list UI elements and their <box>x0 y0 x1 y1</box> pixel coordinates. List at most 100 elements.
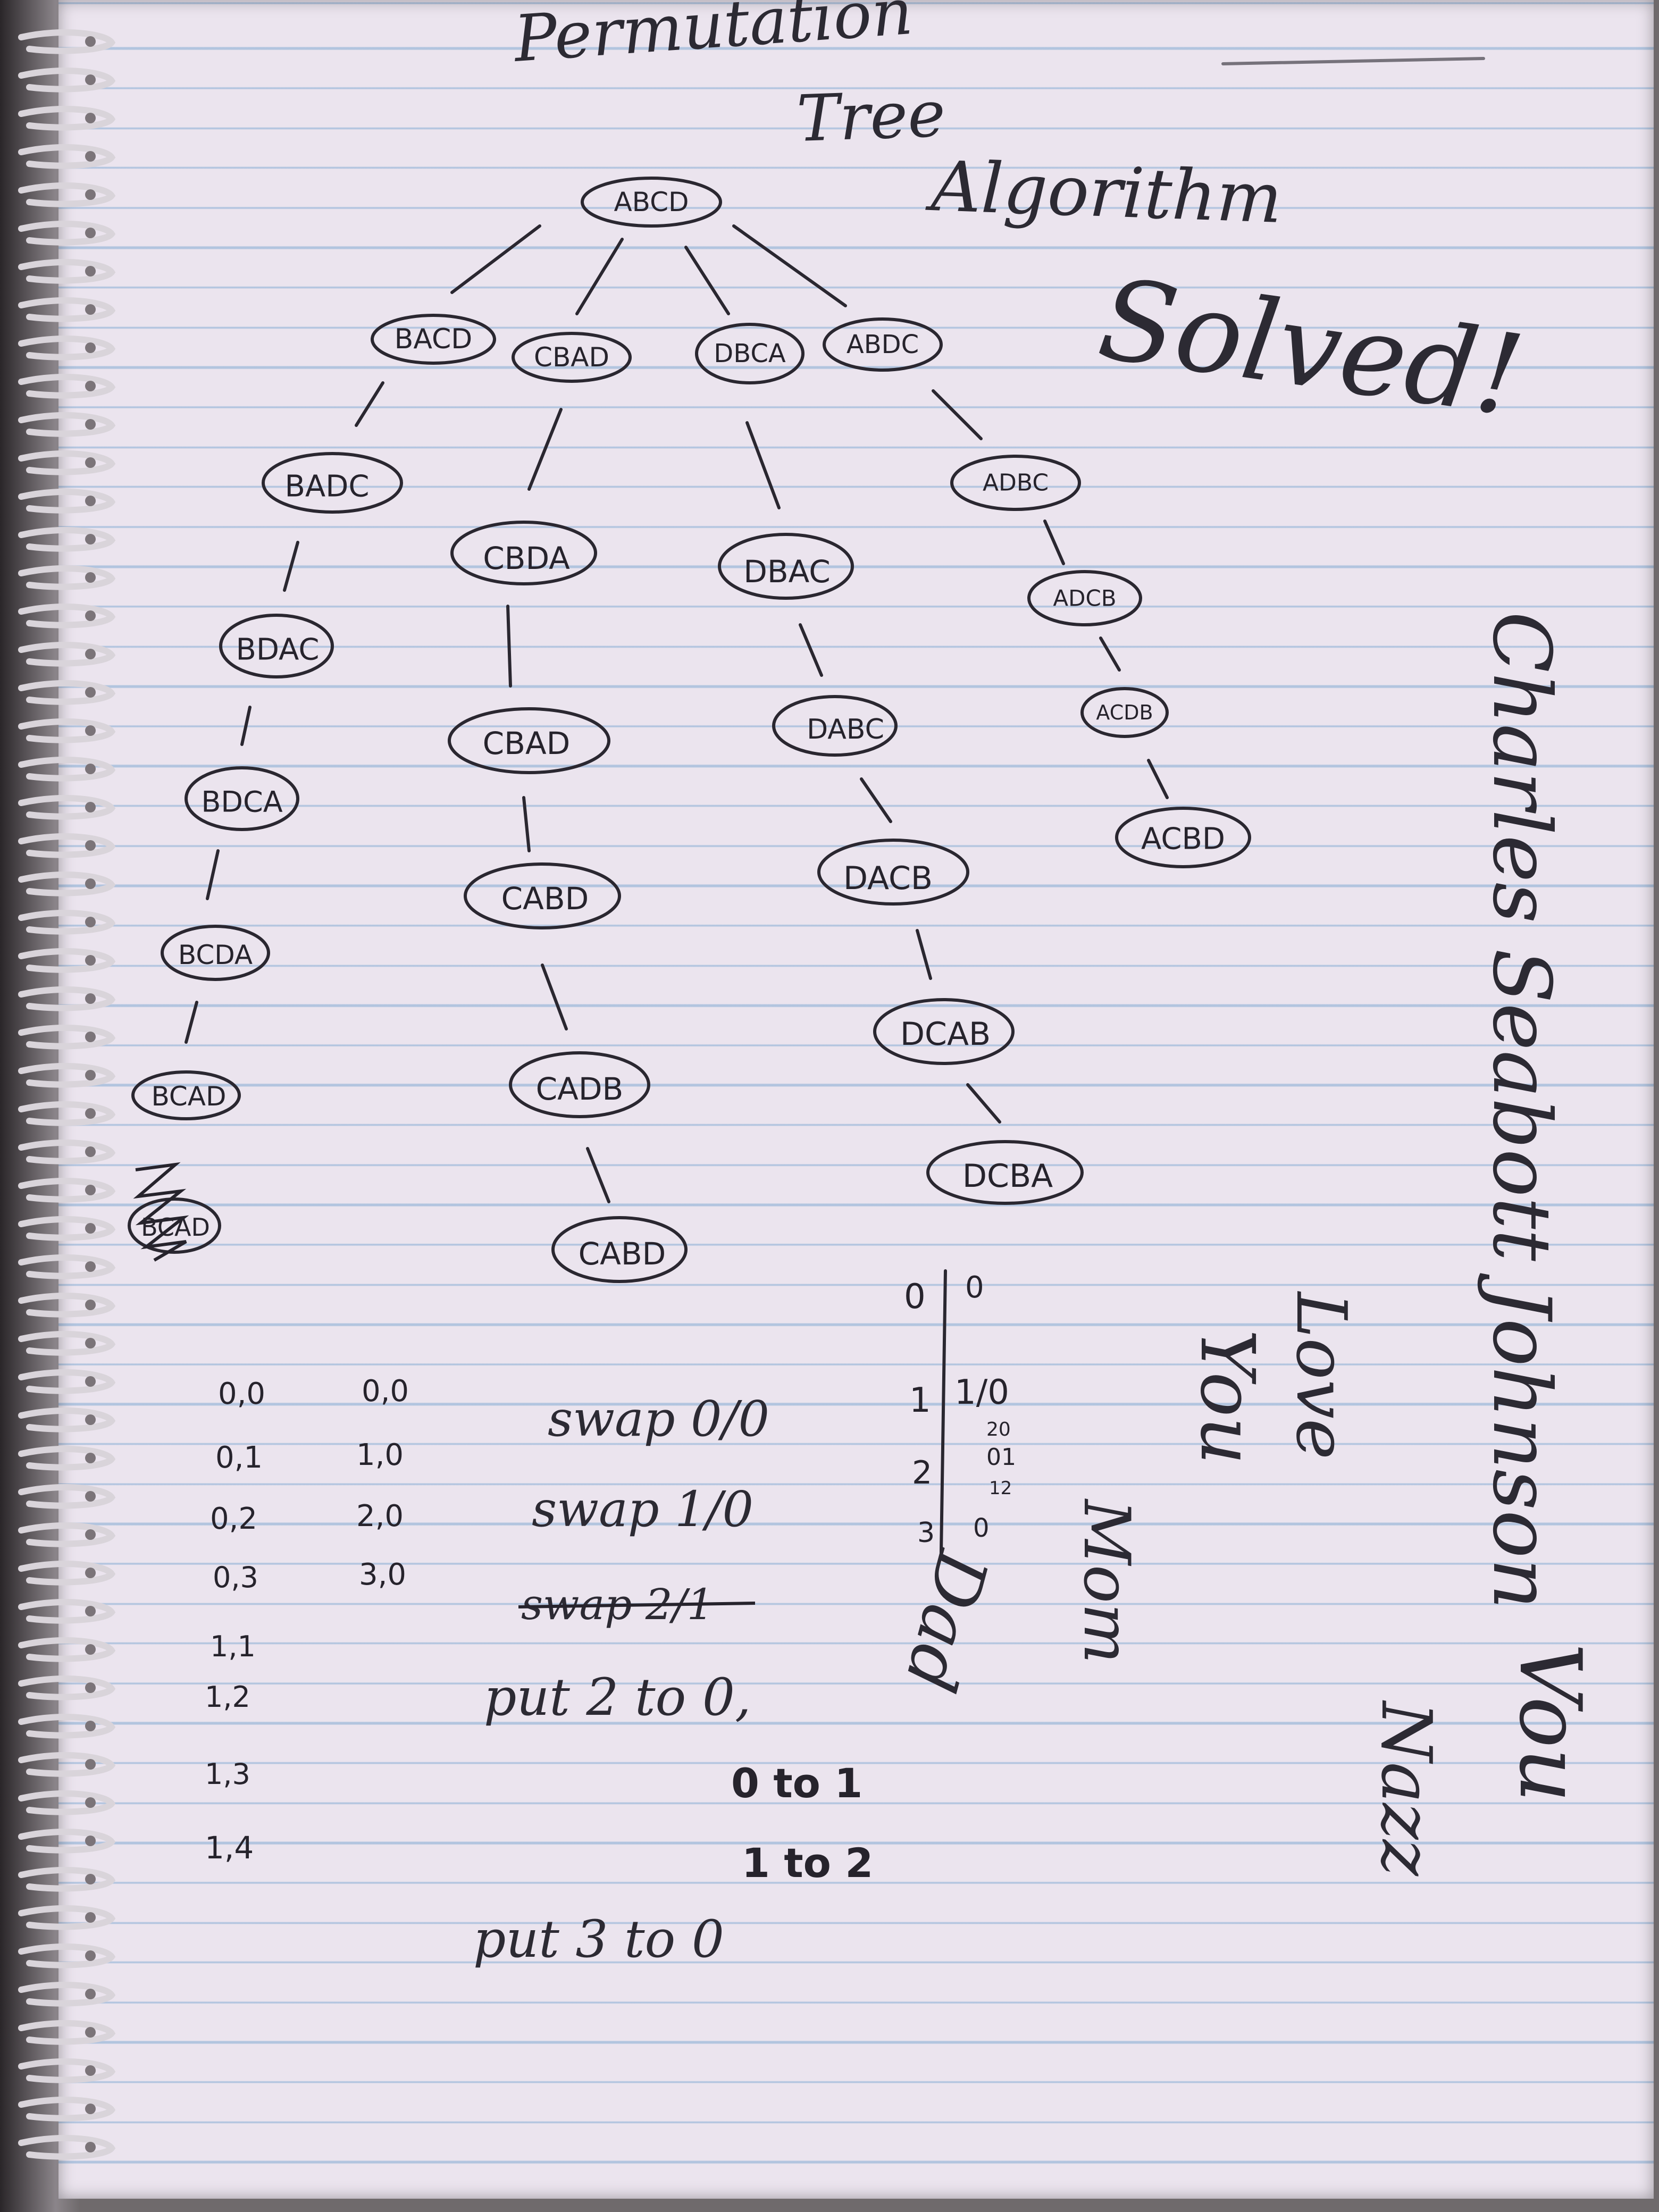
step-line: swap 1/0 <box>532 1481 753 1538</box>
level-value: 1/0 <box>954 1373 1009 1412</box>
node-label: CBAD <box>534 342 609 373</box>
spiral-coil <box>18 1829 116 1854</box>
spiral-coil <box>18 948 116 973</box>
punch-hole <box>85 2065 96 2076</box>
scribble-strike <box>133 1162 189 1262</box>
node-outline <box>817 839 969 906</box>
spiral-coil <box>18 336 116 361</box>
punch-hole <box>85 1261 96 1272</box>
spiral-coil <box>18 144 116 169</box>
spiral-coil <box>18 604 116 629</box>
punch-hole <box>85 36 96 47</box>
node-outline <box>1115 807 1251 868</box>
node-outline <box>450 521 597 585</box>
vertical-note: Vou <box>1501 1643 1600 1803</box>
punch-hole <box>85 1759 96 1770</box>
spiral-coil <box>18 910 116 935</box>
tree-edge <box>799 623 823 677</box>
punch-hole <box>85 764 96 774</box>
spiral-coil <box>18 450 116 475</box>
node-outline <box>823 317 943 372</box>
spiral-coil <box>18 1178 116 1203</box>
tree-edge <box>1099 636 1121 672</box>
spiral-coil <box>18 833 116 858</box>
tree-nodes: ABCD BACD CBAD DBCA ABDC BADC <box>128 177 1251 1283</box>
top-right-rule <box>1221 57 1485 65</box>
node-label: DACB <box>843 860 933 897</box>
punch-hole <box>85 419 96 430</box>
node-label: CADB <box>536 1071 624 1107</box>
index-pair: 1,4 <box>205 1830 254 1866</box>
punch-hole <box>85 1950 96 1961</box>
punch-hole <box>85 1874 96 1884</box>
index-pair: 0,1 <box>215 1440 263 1475</box>
node-label: DABC <box>807 714 884 745</box>
punch-hole <box>85 1376 96 1387</box>
tree-node: BCDA <box>161 925 270 981</box>
spiral-coil <box>18 1293 116 1318</box>
tree-node: ABDC <box>823 317 943 372</box>
punch-hole <box>85 457 96 468</box>
tree-edge <box>527 408 563 491</box>
tree-edge <box>450 224 541 294</box>
index-pair: 2,0 <box>356 1499 404 1534</box>
tree-edge <box>1147 759 1169 799</box>
node-label: BDAC <box>236 633 320 667</box>
tree-node: CBDA <box>450 521 597 585</box>
tree-node: CBAD <box>512 332 632 383</box>
spiral-coil <box>18 374 116 399</box>
spiral-coil <box>18 1599 116 1624</box>
vertical-note: Dad <box>889 1542 1003 1700</box>
tree-node: CABD <box>464 862 621 929</box>
spiral-coil <box>18 1139 116 1164</box>
swap-steps: swap 0/0 swap 1/0 swap 2/1 put 2 to 0, 0… <box>473 1390 873 1969</box>
punch-hole <box>85 917 96 927</box>
tree-node: BCAD <box>131 1070 241 1120</box>
node-outline <box>161 925 270 981</box>
spiral-coil <box>18 1331 116 1356</box>
spiral-coil <box>18 221 116 246</box>
spiral-coil <box>18 1790 116 1815</box>
index-pair: 0,0 <box>218 1377 265 1411</box>
node-label: ABCD <box>614 187 689 217</box>
vertical-note: Nazz <box>1366 1700 1447 1877</box>
node-outline <box>718 533 854 600</box>
spiral-binding <box>18 29 116 2160</box>
node-outline <box>512 332 632 383</box>
node-label: BACD <box>395 323 473 355</box>
node-outline <box>1080 687 1169 738</box>
tree-edge <box>355 381 384 427</box>
punch-hole <box>85 151 96 162</box>
node-label: BCDA <box>178 940 253 970</box>
tree-node-root: ABCD <box>581 177 722 228</box>
punch-hole <box>85 1606 96 1616</box>
node-label: DBCA <box>714 339 786 368</box>
tree-node: DCBA <box>926 1140 1084 1205</box>
node-outline <box>551 1216 688 1283</box>
spiral-coil <box>18 1216 116 1241</box>
index-pair: 1,3 <box>205 1757 250 1791</box>
punch-hole <box>85 2104 96 2114</box>
spiral-coil <box>18 718 116 743</box>
node-outline <box>509 1051 650 1118</box>
tree-edge <box>522 796 531 852</box>
node-label: CBDA <box>483 540 570 576</box>
punch-hole <box>85 1568 96 1578</box>
tree-node: CADB <box>509 1051 650 1118</box>
node-label: BDCA <box>201 785 282 819</box>
tree-edge <box>916 929 932 980</box>
spiral-coil <box>18 1407 116 1432</box>
tree-node: CBAD <box>448 707 610 774</box>
spiral-coil <box>18 1063 116 1088</box>
tree-edge <box>966 1083 1001 1124</box>
tree-edge <box>283 541 299 592</box>
spiral-coil <box>18 2135 116 2160</box>
punch-hole <box>85 74 96 85</box>
punch-hole <box>85 1836 96 1846</box>
spiral-coil <box>18 1675 116 1700</box>
spiral-coil <box>18 1867 116 1892</box>
punch-hole <box>85 1338 96 1348</box>
tree-node: DBAC <box>718 533 854 600</box>
index-pair: 3,0 <box>359 1557 406 1592</box>
